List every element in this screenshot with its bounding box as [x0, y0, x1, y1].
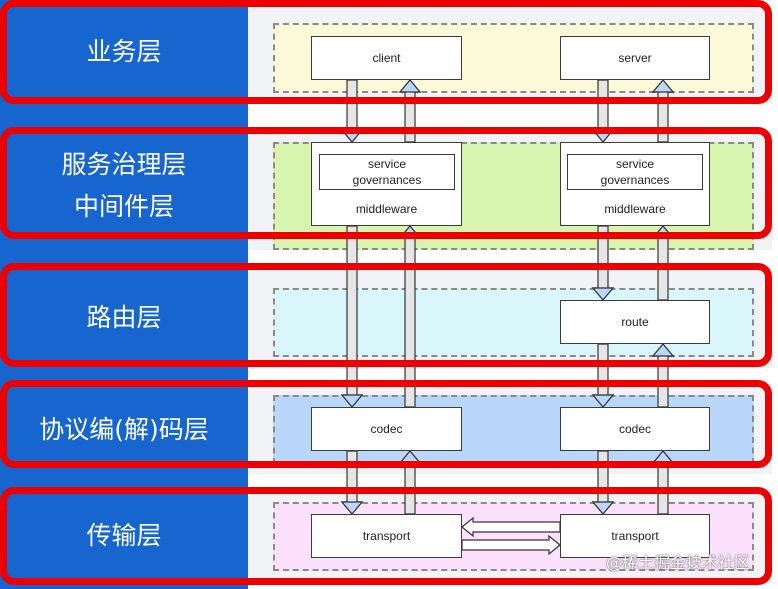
layer-label-governance: 服务治理层 中间件层	[0, 138, 248, 234]
layer-label-governance-line1: 服务治理层	[61, 150, 187, 179]
server-box: server	[560, 36, 710, 80]
arrow-codec-to-transport-head	[340, 501, 364, 515]
layer-label-business: 业务层	[86, 37, 162, 66]
transport-box-server: transport	[560, 514, 710, 558]
codec-box-client: codec	[311, 407, 462, 451]
highlight-frame-governance	[0, 127, 772, 239]
layer-label-transport: 传输层	[86, 521, 162, 550]
watermark: @稀土掘金技术社区	[606, 553, 751, 572]
service-governances-label-line2: governances	[352, 173, 422, 187]
arrow-codec-to-route-head	[651, 343, 675, 357]
route-box: route	[560, 300, 710, 344]
arrow-middleware-to-codec-head	[340, 394, 364, 408]
layer-label-routing: 路由层	[86, 302, 162, 332]
layer-label-codec: 协议编(解)码层	[39, 415, 209, 444]
client-box: client	[311, 36, 462, 80]
service-governances-label-line2: governances	[600, 173, 670, 187]
highlight-frame-transport	[0, 487, 772, 585]
service-governances-label-line1: service	[367, 157, 406, 171]
service-governances-label-line1: service	[615, 157, 654, 171]
highlight-frame-codec	[0, 380, 772, 468]
arrow-route-to-codec-head	[591, 394, 615, 408]
arrow-transport-server-to-client	[461, 516, 561, 538]
service-governances-box-client: service governances	[319, 154, 455, 190]
arrow-middleware-to-route-head	[591, 287, 615, 301]
service-governances-box-server: service governances	[567, 154, 703, 190]
highlight-frame-business	[0, 0, 772, 104]
arrow-transport-client-to-server	[461, 534, 561, 556]
arrow-middleware-to-client-head	[398, 79, 422, 93]
highlight-frame-routing	[0, 263, 772, 367]
arrow-codec-to-transport-server-head	[591, 501, 615, 515]
layer-label-governance-line2: 中间件层	[73, 192, 174, 221]
codec-box-server: codec	[560, 407, 710, 451]
arrow-middleware-to-server-head	[651, 79, 675, 93]
transport-box-client: transport	[311, 514, 462, 558]
